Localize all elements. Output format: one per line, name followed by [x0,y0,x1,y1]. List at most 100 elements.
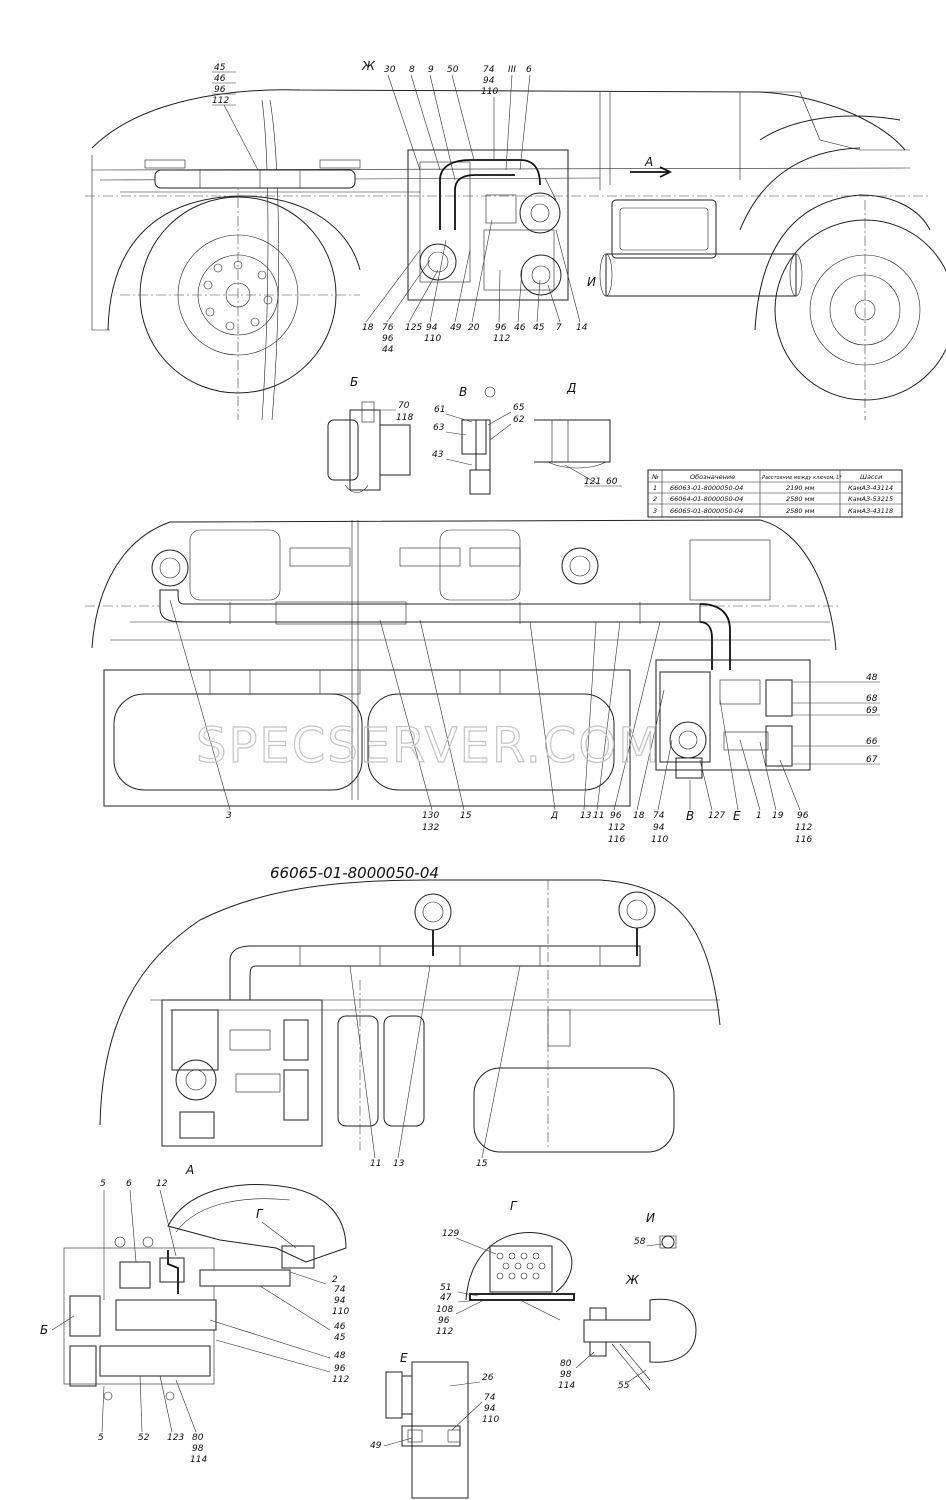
callout: 112 [436,1327,453,1337]
callout: 96 [214,85,226,95]
callout: 70 [398,401,410,411]
callout: 46 [514,323,526,333]
callout: 76 [382,323,394,333]
callout: 112 [795,823,812,833]
callout: 18 [362,323,374,333]
detail-i: И 58 [634,1211,677,1249]
callout: 45 [533,323,545,333]
view-label: Г [256,1207,264,1221]
callout: 5 [98,1433,104,1443]
callout: 94 [483,76,495,86]
callout: 94 [484,1404,496,1414]
watermark: SPECSERVER.COM [196,718,662,774]
callout: 52 [138,1433,150,1443]
callout: 96 [797,811,809,821]
view-label: Ж [361,59,376,73]
callout: 15 [460,811,472,821]
callout: 94 [426,323,438,333]
callout: 3 [226,811,232,821]
callout: 6 [126,1179,132,1189]
callout: 48 [334,1351,346,1361]
callout: 46 [214,74,226,84]
callout: 49 [370,1441,382,1451]
callout: 96 [334,1364,346,1374]
callout: 80 [192,1433,204,1443]
table-cell: 3 [653,507,657,515]
callout: 129 [442,1229,459,1239]
callout: 26 [482,1373,494,1383]
view-label: Е [400,1351,408,1365]
table-cell: 66063-01-8000050-04 [670,484,743,492]
callout: 19 [772,811,784,821]
callout: 49 [450,323,462,333]
callout: 74 [334,1285,346,1295]
callout: 80 [560,1359,572,1369]
table-cell: 2190 мм [786,484,815,492]
view-label: Д [566,381,576,395]
callout: 112 [493,334,510,344]
callout: 1 [756,811,762,821]
table-cell: 2 [653,495,657,503]
callout: 96 [382,334,394,344]
callout: 96 [438,1316,450,1326]
view-label: А [185,1163,194,1177]
detail-g: Г 129 51 47 108 96 112 [436,1199,575,1337]
table-header: Обозначение [690,473,735,481]
plan-callouts: 48 68 69 66 67 3 130 132 15 Д 13 11 96 1… [169,599,880,845]
callout: 13 [393,1159,405,1169]
callout: 47 [440,1293,452,1303]
callout: 58 [634,1237,646,1247]
callout: 114 [190,1455,207,1465]
callout: 69 [866,706,878,716]
lower-plan-view [99,879,721,1153]
callout: 132 [422,823,439,833]
callout: 55 [618,1381,630,1391]
view-a-detail: А [63,1163,347,1401]
view-label: А [644,155,653,169]
callout: 5 [100,1179,106,1189]
callout: 67 [866,755,878,765]
callout: 96 [495,323,507,333]
callout: III [508,65,516,75]
callout: 94 [653,823,665,833]
callout: 112 [212,96,229,106]
callout: 74 [483,65,495,75]
side-elevation-view [85,89,946,421]
callout: 63 [433,423,445,433]
callout: 60 [606,477,618,487]
view-label: Г [510,1199,518,1213]
callout: 98 [560,1370,572,1380]
detail-e: Е 26 74 94 110 49 [370,1351,499,1499]
view-label: В [686,809,694,823]
callout: 13 [580,811,592,821]
callout: 11 [593,811,604,821]
callout: 7 [556,323,562,333]
callout: 65 [513,403,525,413]
callout: 61 [434,405,445,415]
callout: 48 [866,673,878,683]
callout: 94 [334,1296,346,1306]
table-cell: КамАЗ-43118 [848,507,893,515]
callout: 6 [526,65,532,75]
callout: 112 [608,823,625,833]
callout: 18 [633,811,645,821]
callout: 127 [708,811,725,821]
callout: 74 [484,1393,496,1403]
callout: 114 [558,1381,575,1391]
callout: 44 [382,345,394,355]
callout: 123 [167,1433,184,1443]
callout: 50 [447,65,459,75]
table-cell: 2580 мм [786,507,815,515]
callout: 46 [334,1322,346,1332]
callout: 96 [610,811,622,821]
details-b-v-d: Б 70 118 В 61 65 63 62 43 Д 121 60 [327,375,622,495]
callout: 20 [468,323,480,333]
lower-callouts: 11 13 15 [349,965,521,1169]
callout: 66 [866,737,878,747]
plan-view [85,519,840,807]
callout: 30 [384,65,396,75]
callout: 11 [370,1159,381,1169]
callout: 116 [608,835,625,845]
callout: 98 [192,1444,204,1454]
